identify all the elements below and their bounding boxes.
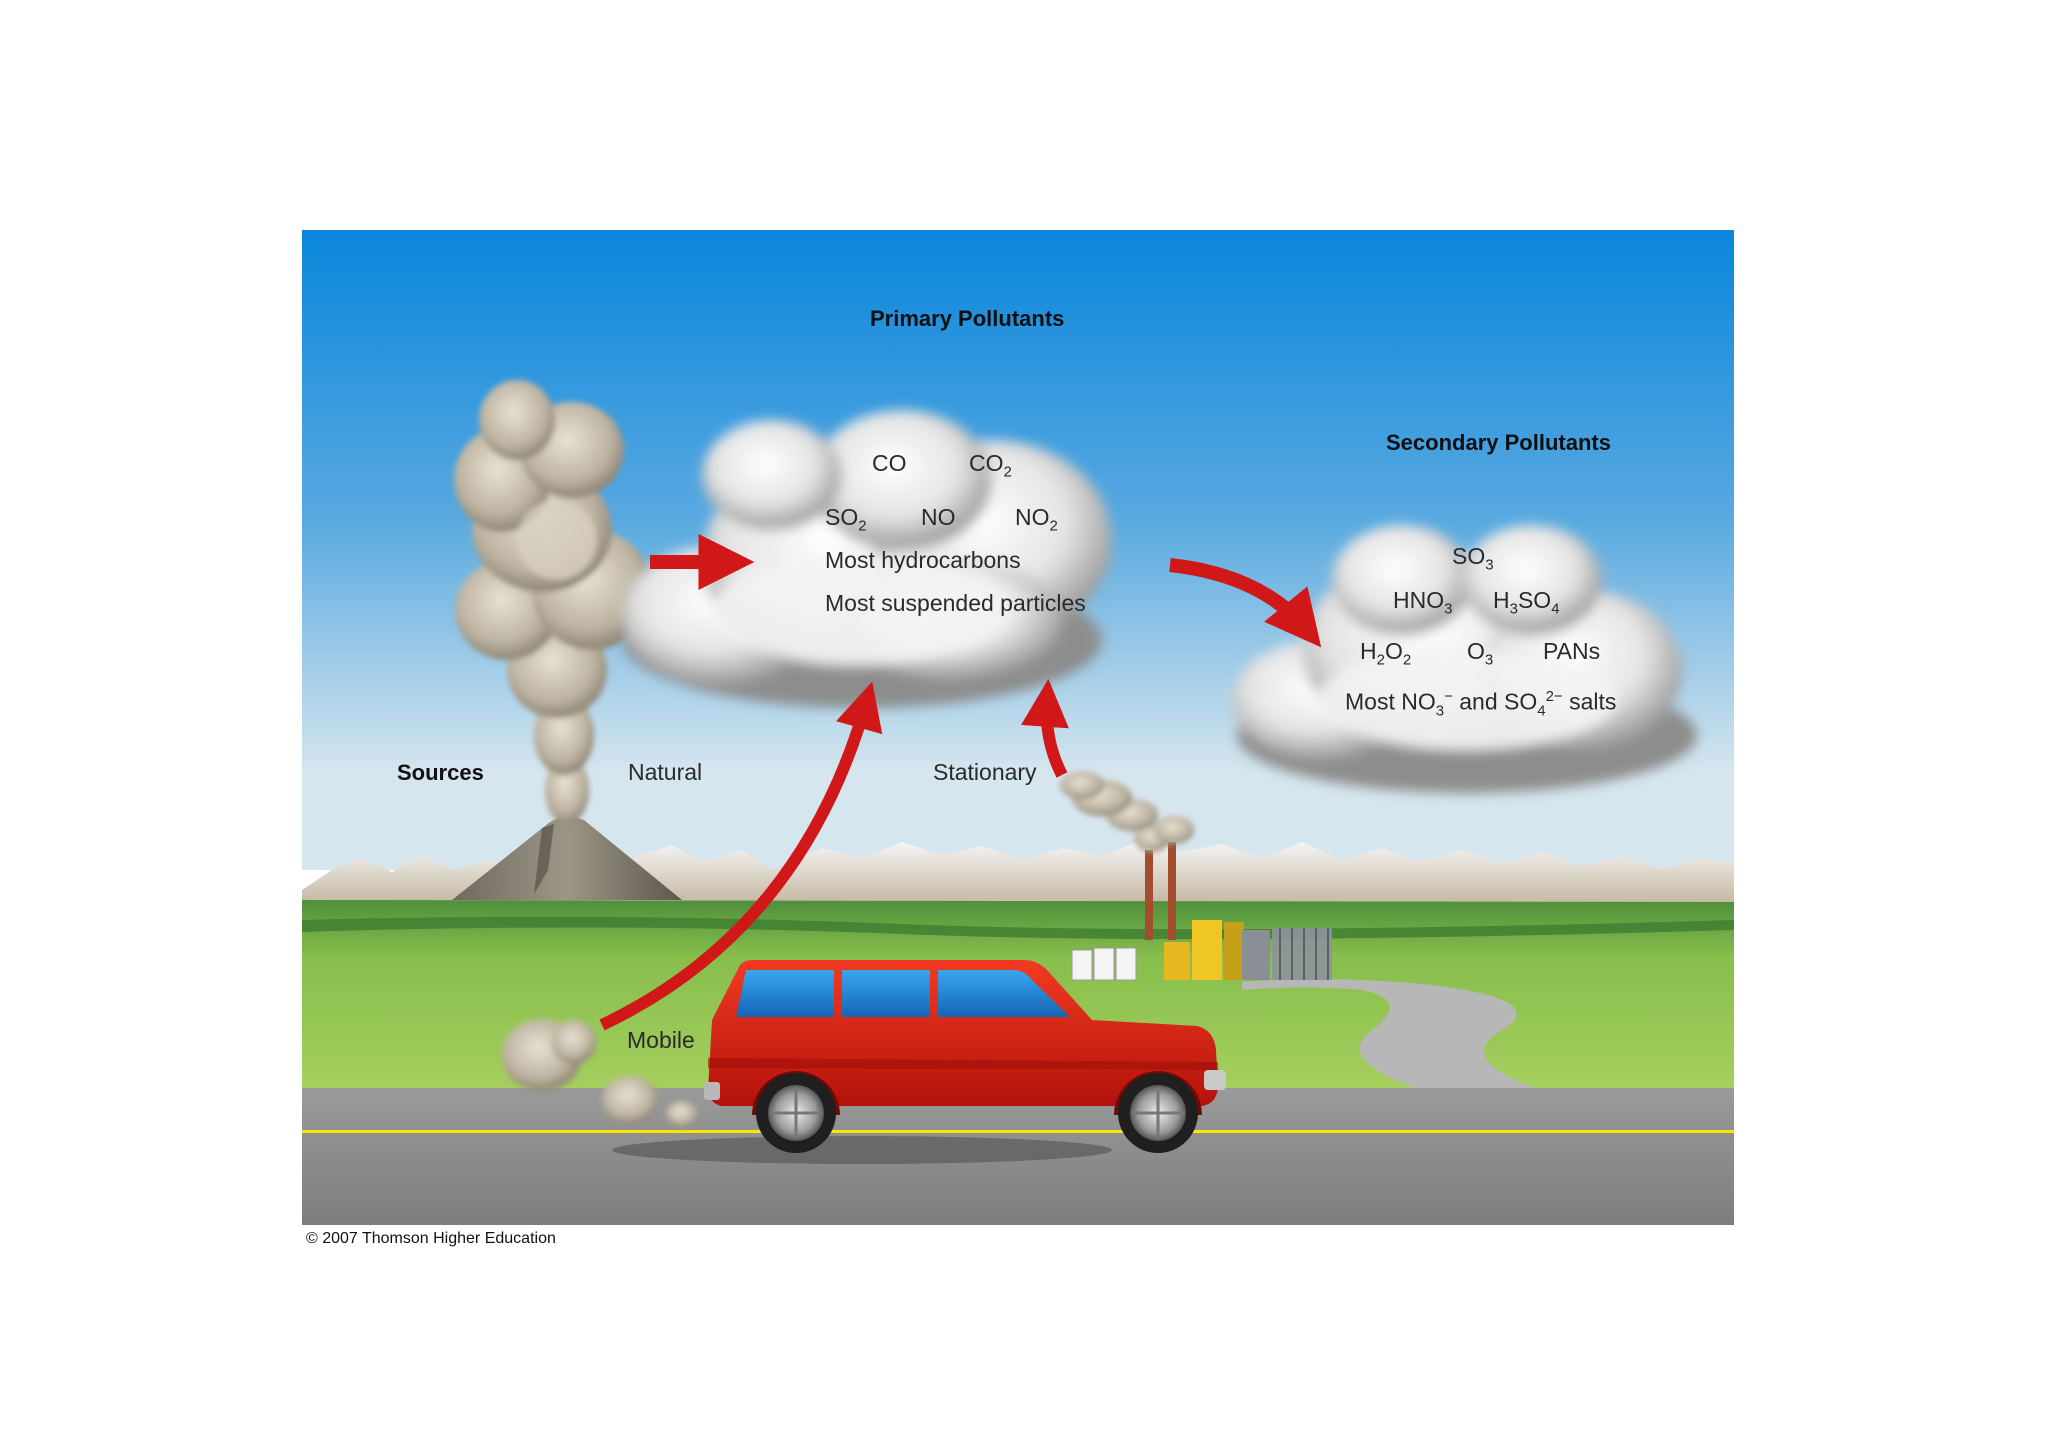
- pollutant-no2: NO2: [1015, 504, 1058, 535]
- pollutant-salts: Most NO3− and SO42− salts: [1345, 688, 1616, 719]
- pollutant-hno3: HNO3: [1393, 587, 1452, 618]
- natural-label: Natural: [628, 759, 702, 786]
- pollutant-hydrocarbons: Most hydrocarbons: [825, 547, 1021, 574]
- pollutant-co2: CO2: [969, 450, 1012, 481]
- secondary-pollutants-title: Secondary Pollutants: [1386, 430, 1611, 456]
- pollutant-o3: O3: [1467, 638, 1493, 669]
- primary-pollutants-title: Primary Pollutants: [870, 306, 1064, 332]
- sources-title: Sources: [397, 760, 484, 786]
- scene-illustration: [302, 230, 1734, 1225]
- copyright-notice: © 2007 Thomson Higher Education: [306, 1230, 556, 1248]
- pollutant-suspended-particles: Most suspended particles: [825, 590, 1086, 617]
- pollutant-co: CO: [872, 450, 907, 477]
- pollutant-h2o2: H2O2: [1360, 638, 1411, 669]
- pollutant-no: NO: [921, 504, 956, 531]
- pollutant-so3: SO3: [1452, 543, 1494, 574]
- road-line: [302, 1130, 1734, 1133]
- pollutant-pans: PANs: [1543, 638, 1600, 665]
- mobile-label: Mobile: [627, 1027, 695, 1054]
- air-pollution-diagram: Primary Pollutants Secondary Pollutants …: [302, 230, 1734, 1225]
- stationary-label: Stationary: [933, 759, 1037, 786]
- pollutant-so2: SO2: [825, 504, 867, 535]
- pollutant-h3so4: H3SO4: [1493, 587, 1560, 618]
